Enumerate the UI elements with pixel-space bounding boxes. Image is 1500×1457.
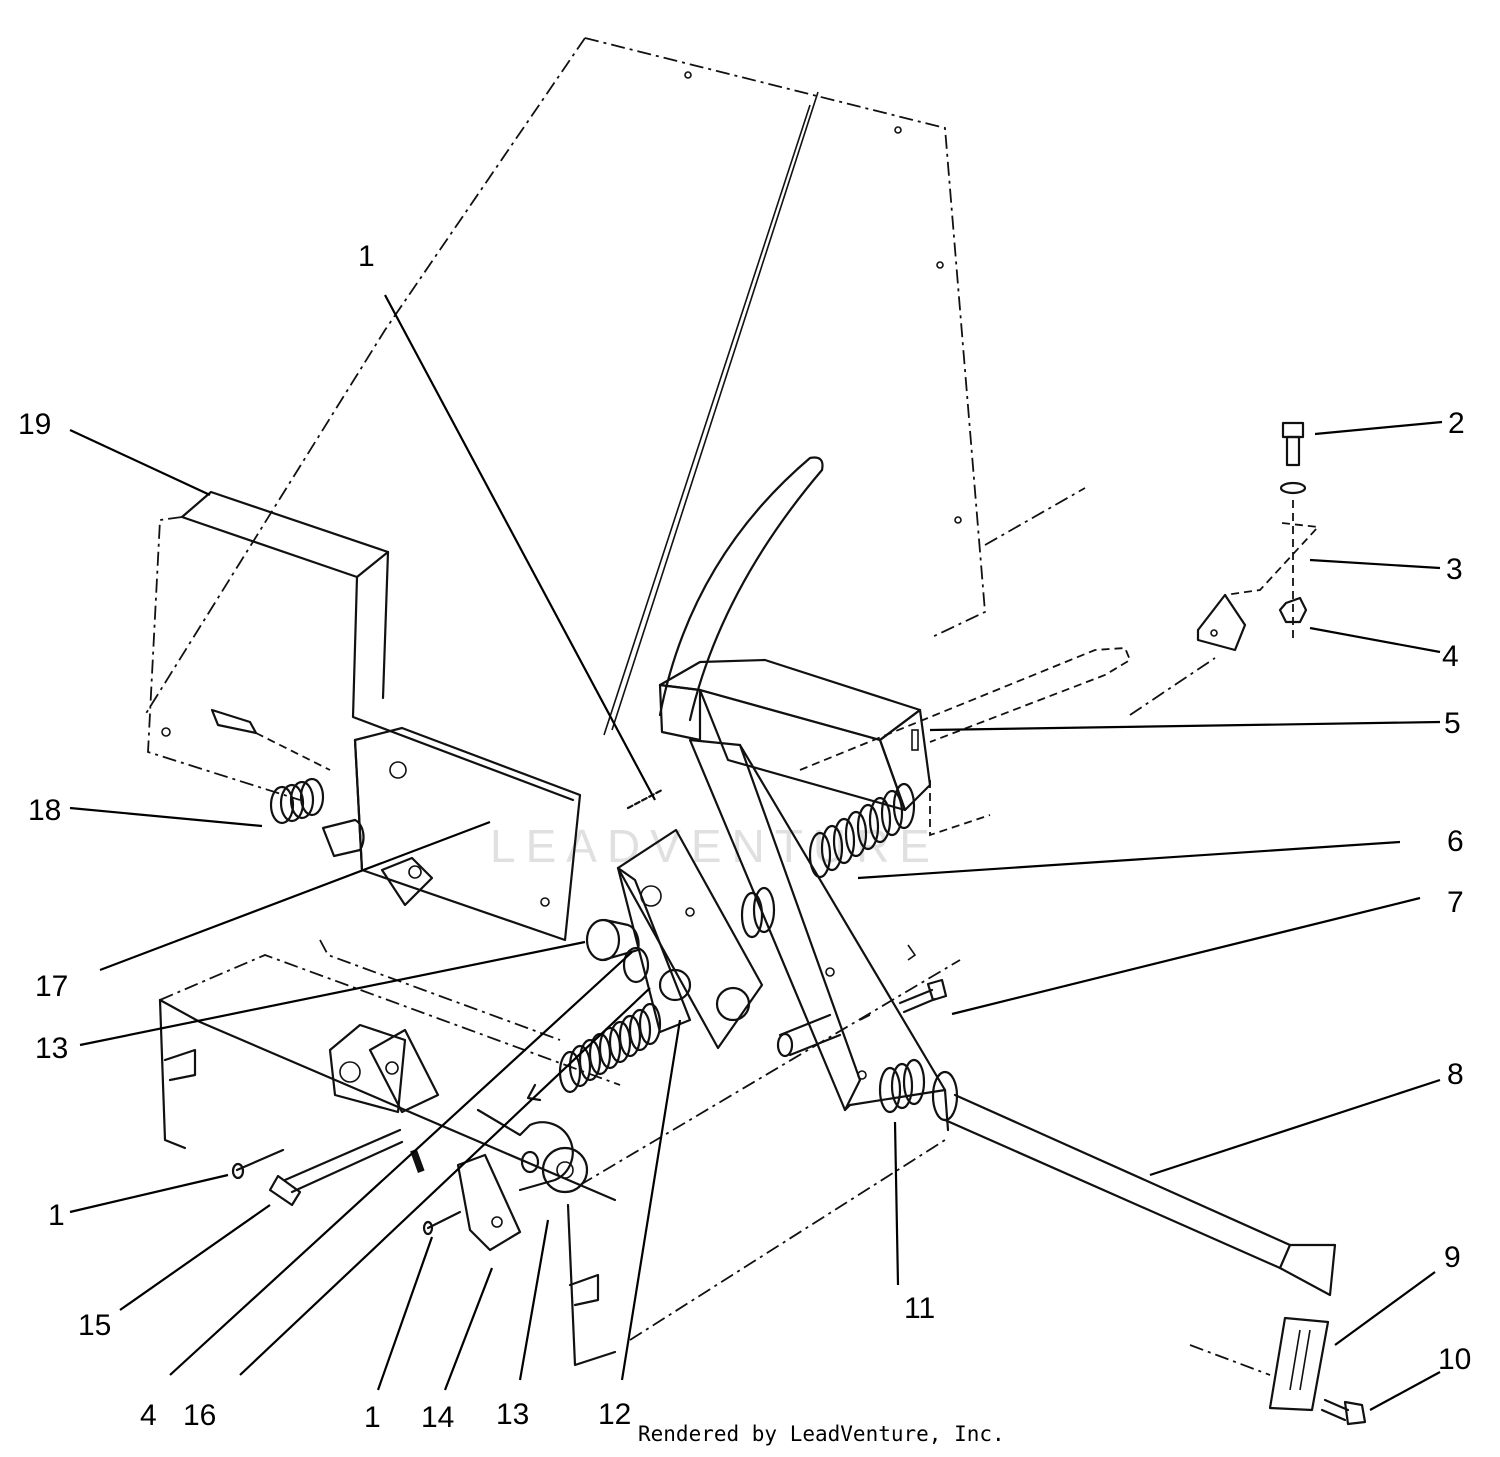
l-pin [268, 1128, 404, 1207]
callout-labels: 1 19 2 3 4 5 18 6 7 17 13 8 1 11 9 10 15… [18, 240, 1471, 1434]
compression-spring-upper [740, 782, 916, 939]
callout-17: 17 [35, 970, 68, 1003]
callout-1-bottom: 1 [364, 1401, 381, 1434]
bolt-2 [1279, 421, 1307, 495]
callout-1-top: 1 [358, 240, 375, 273]
pivot-bracket [616, 828, 764, 1050]
callout-8: 8 [1447, 1058, 1464, 1091]
cover-panel [144, 37, 1086, 736]
hinge-brackets [328, 1023, 589, 1194]
leader-lines [69, 294, 1443, 1411]
callout-4-right: 4 [1442, 640, 1459, 673]
pedal-pad [658, 658, 932, 812]
shield-plate [147, 490, 575, 802]
callout-19: 19 [18, 408, 51, 441]
nut-4 [1278, 596, 1308, 624]
callout-13-bottom: 13 [496, 1398, 529, 1431]
callout-12: 12 [598, 1398, 631, 1431]
callout-11: 11 [904, 1292, 935, 1325]
callout-13-left: 13 [35, 1032, 68, 1065]
callout-5: 5 [1444, 707, 1461, 740]
clip-9 [1189, 1316, 1330, 1412]
callout-10: 10 [1438, 1343, 1471, 1376]
callout-7: 7 [1447, 886, 1464, 919]
callout-14: 14 [421, 1401, 454, 1434]
callout-15: 15 [78, 1309, 111, 1342]
callout-9: 9 [1444, 1241, 1461, 1274]
compression-spring-lower [526, 1002, 662, 1102]
shaft [943, 1093, 1337, 1297]
small-fasteners [410, 944, 917, 1173]
callout-1-left: 1 [48, 1199, 65, 1232]
render-credit: Rendered by LeadVenture, Inc. [638, 1422, 1005, 1446]
callout-16: 16 [183, 1399, 216, 1432]
cotter-pins [231, 788, 664, 1236]
callout-18: 18 [28, 794, 61, 827]
watermark: LEADVENTURE [490, 820, 940, 872]
callout-2: 2 [1448, 407, 1465, 440]
callout-3: 3 [1446, 553, 1463, 586]
callout-6: 6 [1447, 825, 1464, 858]
flanged-bushing [585, 918, 650, 984]
phantom-guide [799, 647, 1216, 837]
bolt-7 [898, 978, 948, 1014]
callout-4-bottom: 4 [140, 1399, 157, 1432]
base-plate [158, 939, 961, 1367]
pedal-arm [658, 456, 950, 1132]
torsion-spring [210, 708, 365, 858]
bracket-3 [1196, 500, 1320, 652]
bolt-10 [1320, 1398, 1367, 1426]
link-plate [456, 1153, 522, 1252]
